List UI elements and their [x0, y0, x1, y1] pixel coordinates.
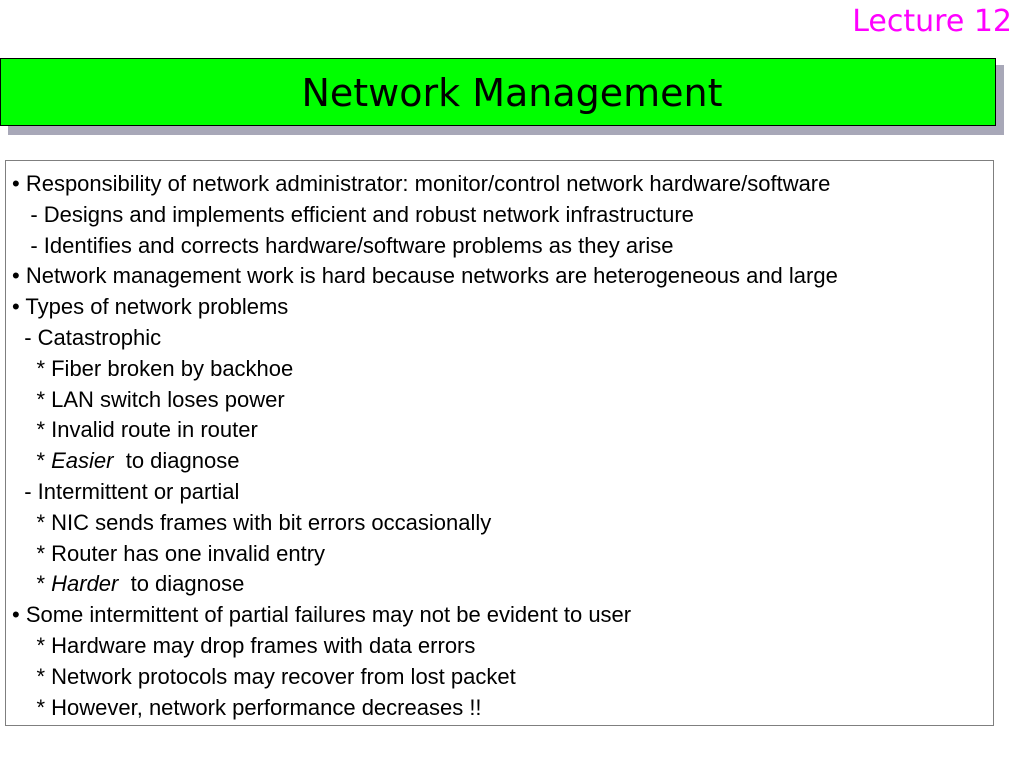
line-text: - Intermittent or partial	[12, 478, 240, 504]
line-text: - Designs and implements efficient and r…	[12, 201, 694, 227]
line-text: * Router has one invalid entry	[12, 540, 326, 566]
sub-bullet-line: - Catastrophic	[12, 323, 838, 354]
line-text: * Invalid route in router	[12, 417, 258, 443]
line-text: • Responsibility of network administrato…	[12, 171, 831, 196]
content-frame	[5, 160, 994, 726]
emphasis-text: Harder	[51, 571, 119, 597]
line-prefix: *	[12, 571, 52, 597]
detail-line: * NIC sends frames with bit errors occas…	[12, 508, 838, 539]
line-suffix: to diagnose	[118, 571, 245, 597]
detail-line: * Network protocols may recover from los…	[12, 662, 838, 693]
sub-bullet-line: - Designs and implements efficient and r…	[12, 200, 838, 231]
title-banner	[0, 58, 996, 126]
bullet-line: • Types of network problems	[12, 292, 838, 323]
bullet-line: • Some intermittent of partial failures …	[12, 600, 838, 631]
line-text: * LAN switch loses power	[12, 386, 285, 412]
line-text: * NIC sends frames with bit errors occas…	[12, 509, 492, 535]
line-text: - Catastrophic	[12, 324, 162, 350]
line-text: * Hardware may drop frames with data err…	[12, 632, 476, 658]
line-text: • Some intermittent of partial failures …	[12, 602, 632, 628]
bullet-line: • Responsibility of network administrato…	[12, 169, 838, 200]
line-text: * Fiber broken by backhoe	[12, 355, 294, 381]
slide-title: Network Management	[301, 71, 723, 115]
line-text: * Network protocols may recover from los…	[12, 663, 516, 689]
line-text: * However, network performance decreases…	[12, 694, 482, 720]
detail-line: * Harder to diagnose	[12, 569, 838, 600]
bullet-line: • Network management work is hard becaus…	[12, 261, 838, 292]
detail-line: * Router has one invalid entry	[12, 539, 838, 570]
line-text: • Types of network problems	[12, 294, 289, 320]
line-prefix: *	[12, 448, 52, 474]
bullet-list: • Responsibility of network administrato…	[12, 169, 838, 723]
detail-line: * Hardware may drop frames with data err…	[12, 631, 838, 662]
detail-line: * However, network performance decreases…	[12, 693, 838, 724]
sub-bullet-line: - Intermittent or partial	[12, 477, 838, 508]
line-suffix: to diagnose	[113, 448, 240, 474]
sub-bullet-line: - Identifies and corrects hardware/softw…	[12, 231, 838, 262]
line-text: • Network management work is hard becaus…	[12, 263, 838, 289]
detail-line: * Easier to diagnose	[12, 446, 838, 477]
detail-line: * Fiber broken by backhoe	[12, 354, 838, 385]
detail-line: * LAN switch loses power	[12, 385, 838, 416]
emphasis-text: Easier	[51, 448, 114, 474]
lecture-number-label: Lecture 12	[852, 4, 1012, 39]
line-text: - Identifies and corrects hardware/softw…	[12, 232, 674, 258]
detail-line: * Invalid route in router	[12, 415, 838, 446]
